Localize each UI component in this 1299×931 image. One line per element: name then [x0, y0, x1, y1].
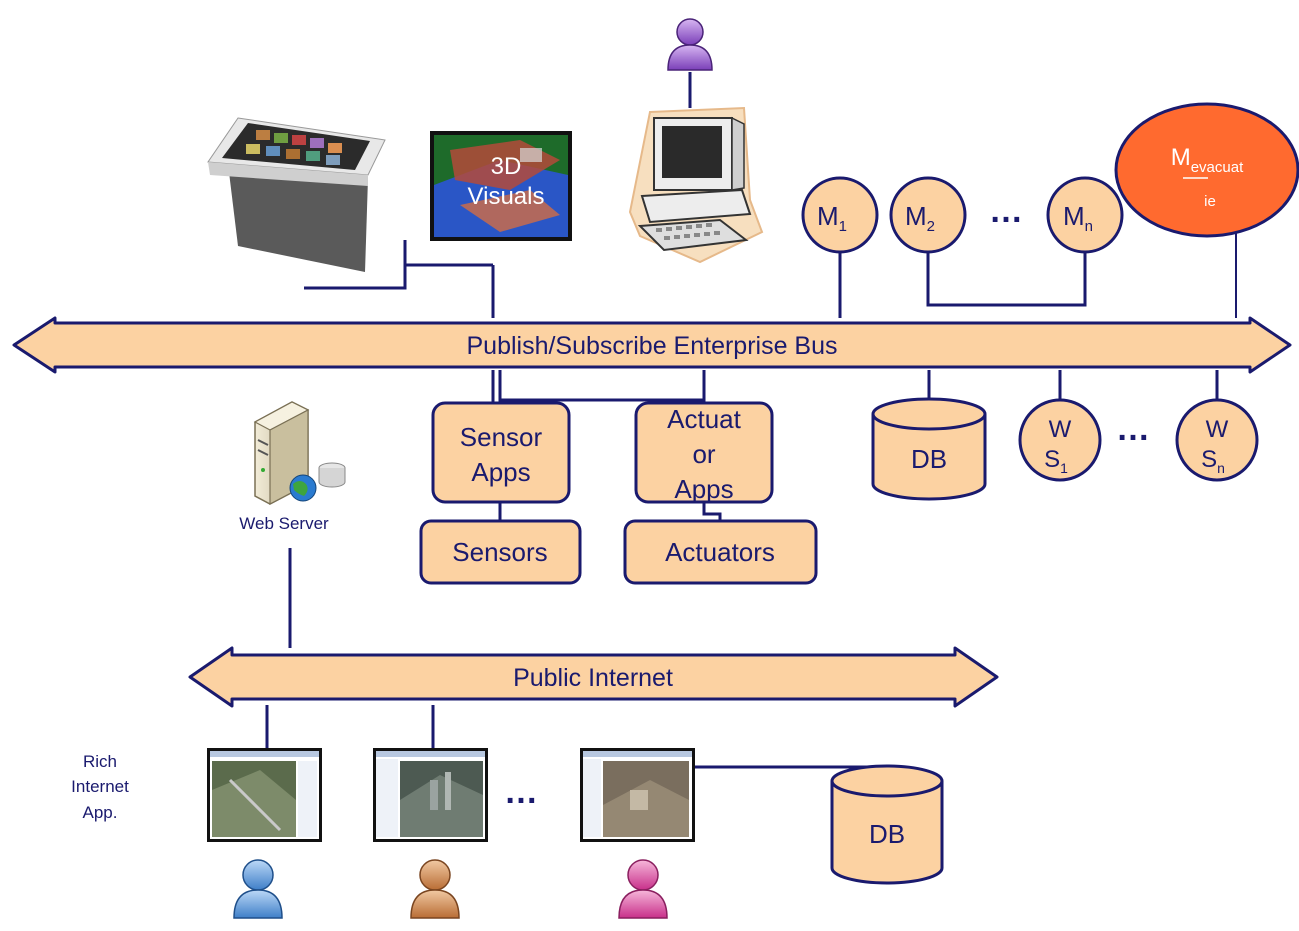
ws1-line2: S	[1044, 446, 1060, 473]
public-internet-label: Public Internet	[513, 664, 673, 692]
db-middle-label: DB	[911, 444, 947, 474]
web-server-icon	[253, 401, 346, 505]
sensors-box: Sensors	[419, 519, 582, 585]
model-mn: Mn	[1046, 176, 1124, 254]
user-pink-icon	[618, 859, 668, 919]
sensors-label: Sensors	[452, 537, 547, 567]
svg-text:Mn: Mn	[1063, 201, 1093, 235]
actuators-box: Actuators	[623, 519, 818, 585]
actuator-apps-line2: or	[692, 439, 715, 469]
actuators-label: Actuators	[665, 537, 775, 567]
model-m1: M1	[801, 176, 879, 254]
model-mn-sub: n	[1085, 218, 1093, 235]
web-service-ws1: W S1	[1018, 398, 1102, 482]
web-service-wsn: W Sn	[1175, 398, 1259, 482]
visuals-label-1: 3D	[491, 153, 522, 180]
connector-lines	[265, 72, 1237, 769]
svg-text:M2: M2	[905, 201, 935, 235]
ws1-sub: 1	[1060, 460, 1068, 476]
evac-base: M	[1171, 144, 1191, 171]
ws1-line1: W	[1049, 416, 1072, 443]
surface-table-icon	[207, 117, 386, 272]
rich-label-3: App.	[83, 803, 118, 822]
web-server-label: Web Server	[239, 514, 329, 533]
svg-text:Sn: Sn	[1201, 446, 1225, 476]
browser-screenshot-icon	[373, 748, 488, 842]
wsn-sub: n	[1217, 460, 1225, 476]
ws-ellipsis: …	[1116, 410, 1150, 448]
wsn-line1: W	[1206, 416, 1229, 443]
sensor-apps-box: Sensor Apps	[431, 401, 571, 504]
model-m1-base: M	[817, 201, 839, 231]
actuator-apps-box: Actuat or Apps	[634, 401, 774, 504]
public-internet-bus	[188, 646, 999, 708]
actuator-apps-line3: Apps	[674, 474, 733, 504]
svg-text:M1: M1	[817, 201, 847, 235]
enterprise-bus-label: Publish/Subscribe Enterprise Bus	[466, 332, 837, 360]
desktop-computer-icon	[628, 106, 764, 264]
evac-sub: evacuat	[1191, 159, 1244, 176]
evac-line2: ie	[1204, 193, 1216, 210]
wsn-line2: S	[1201, 446, 1217, 473]
visuals-label-2: Visuals	[468, 183, 545, 210]
3d-visuals-screen-icon: 3D Visuals	[430, 131, 572, 241]
user-orange-icon	[410, 859, 460, 919]
models-ellipsis: …	[989, 192, 1023, 230]
db-cylinder-bottom: DB	[830, 764, 944, 885]
rich-label-2: Internet	[71, 777, 129, 796]
clients-ellipsis: …	[504, 773, 538, 811]
svg-text:S1: S1	[1044, 446, 1068, 476]
sensor-apps-line2: Apps	[471, 457, 530, 487]
model-m1-sub: 1	[839, 218, 847, 235]
model-m2-base: M	[905, 201, 927, 231]
db-cylinder-middle: DB	[871, 397, 987, 501]
db-bottom-label: DB	[869, 819, 905, 849]
browser-screenshot-icon	[580, 748, 695, 842]
user-purple-icon	[667, 18, 713, 71]
model-evacuatie: Mevacuat ie	[1114, 102, 1299, 238]
enterprise-bus	[12, 316, 1292, 374]
user-blue-icon	[233, 859, 283, 919]
browser-screenshot-icon	[207, 748, 322, 842]
sensor-apps-line1: Sensor	[460, 422, 543, 452]
actuator-apps-line1: Actuat	[667, 404, 741, 434]
model-m2-sub: 2	[927, 218, 935, 235]
model-mn-base: M	[1063, 201, 1085, 231]
svg-text:Mevacuat: Mevacuat	[1171, 144, 1244, 176]
rich-label-1: Rich	[83, 752, 117, 771]
model-m2: M2	[889, 176, 967, 254]
